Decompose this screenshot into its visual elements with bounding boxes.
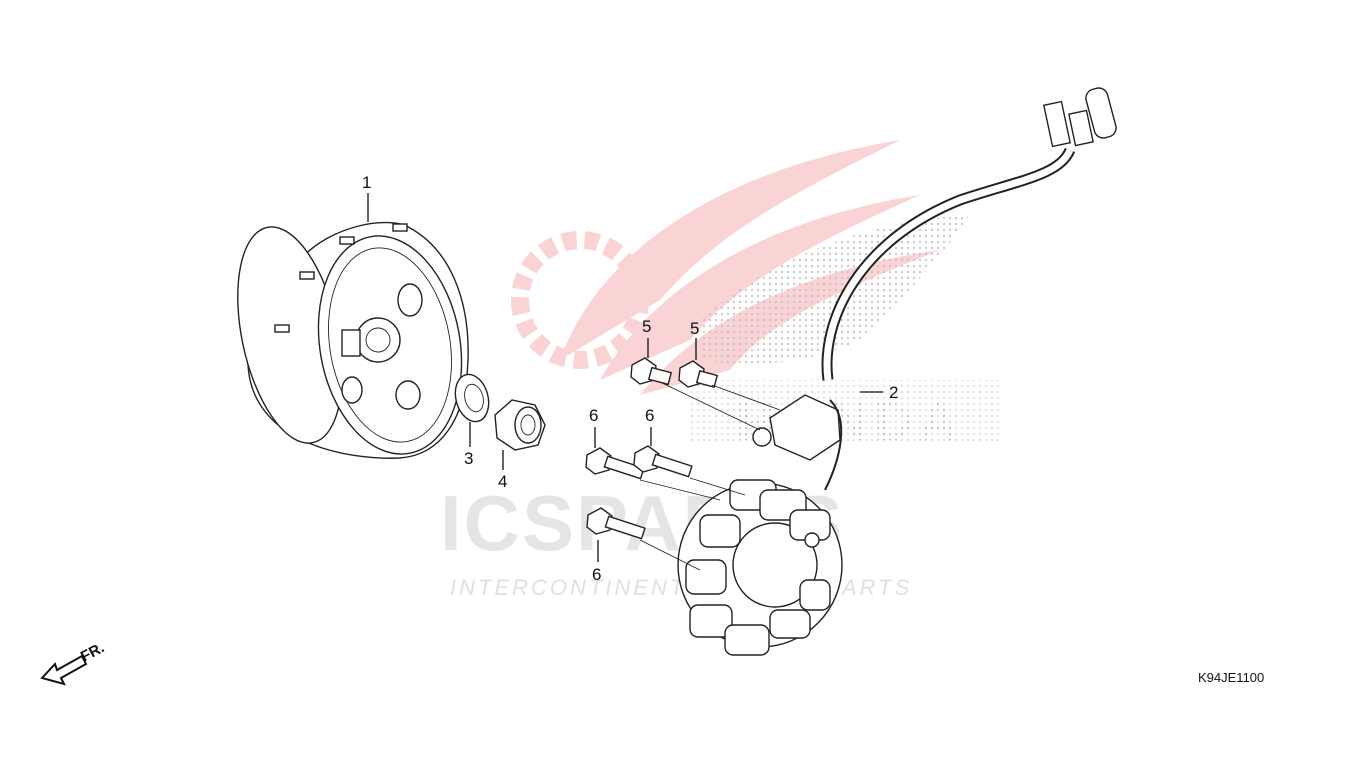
bolt-long-part (586, 507, 646, 540)
callout-5: 5 (642, 317, 651, 336)
leader-lines (367, 193, 883, 571)
bolt-short-part (678, 360, 719, 388)
bolt-long-part (633, 445, 693, 478)
bolt-long-part (585, 447, 645, 480)
bolt-short-part (630, 357, 673, 386)
callout-5: 5 (690, 319, 699, 338)
callout-6: 6 (589, 406, 598, 425)
washer-part (454, 373, 490, 423)
front-marker: FR. (40, 639, 107, 686)
arrow-left-down-icon (40, 654, 88, 686)
stator-part (677, 87, 1117, 656)
callout-4: 4 (498, 472, 507, 491)
callout-6: 6 (645, 406, 654, 425)
flywheel-part (237, 221, 469, 459)
callout-3: 3 (464, 449, 473, 468)
callout-2: 2 (889, 383, 898, 402)
callout-6: 6 (592, 565, 601, 584)
callout-labels: 1 2 3 4 5 5 6 6 6 (362, 173, 898, 584)
diagram-code: K94JE1100 (1198, 670, 1264, 685)
callout-1: 1 (362, 173, 371, 192)
nut-part (494, 399, 546, 451)
